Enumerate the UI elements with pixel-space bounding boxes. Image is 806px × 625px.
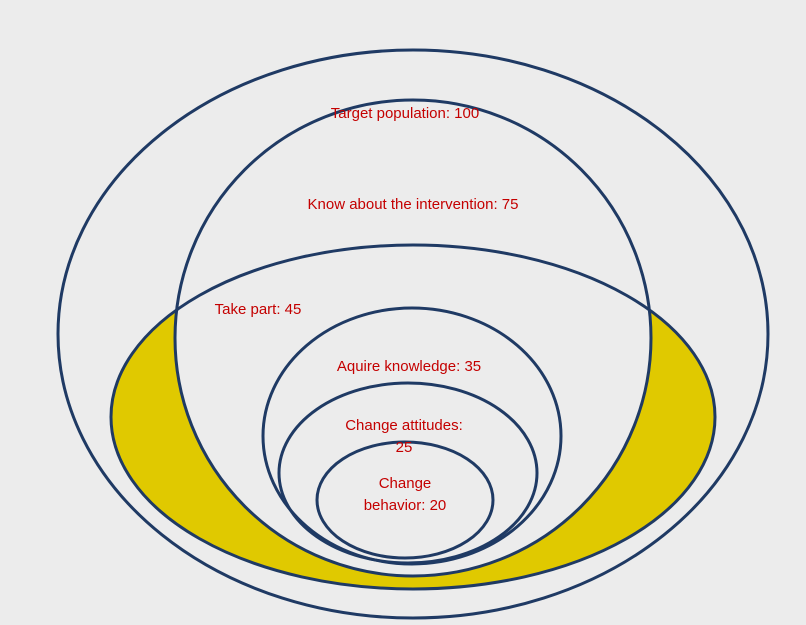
know-intervention-label: Know about the intervention: 75 xyxy=(308,196,519,213)
change-behavior-label-line2: behavior: 20 xyxy=(364,497,447,514)
change-attitudes-label-line2: 25 xyxy=(396,439,413,456)
know-overlap-region xyxy=(175,245,651,576)
change-behavior-ellipse xyxy=(315,440,495,560)
change-attitudes-label-line1: Change attitudes: xyxy=(345,417,463,434)
change-behavior-label-line1: Change xyxy=(379,475,432,492)
change-attitudes-ellipse xyxy=(277,381,539,565)
take-part-outline xyxy=(109,243,717,591)
take-part-label: Take part: 45 xyxy=(215,301,302,318)
target-population-ellipse xyxy=(56,48,770,620)
acquire-knowledge-label: Aquire knowledge: 35 xyxy=(337,358,481,375)
know-intervention-circle xyxy=(173,98,653,578)
target-population-label: Target population: 100 xyxy=(331,105,479,122)
